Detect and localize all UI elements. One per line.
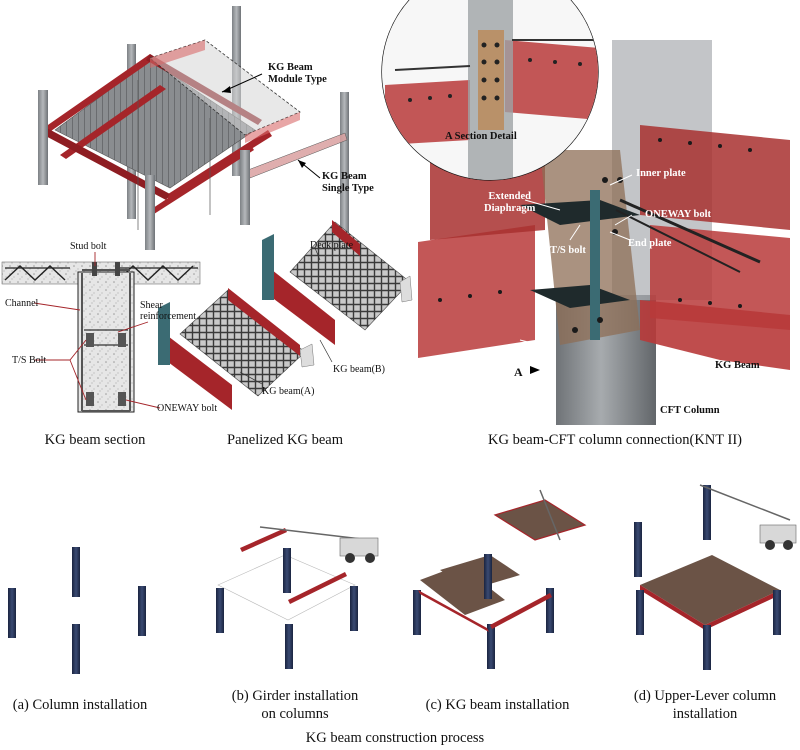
kg-beam-b-label: KG beam(B) — [333, 364, 385, 375]
shear-reinforcement-label: Shear reinforcement — [140, 300, 197, 322]
extended-diaphragm-label: Extended Diaphragm — [484, 191, 536, 215]
caption-step-b: (b) Girder installation on columns — [231, 688, 359, 723]
kg-beam-section-diagram — [1, 252, 201, 413]
ts-bolt-connection-label: T/S bolt — [550, 245, 586, 256]
section-marker-a: A — [514, 365, 523, 379]
kg-beam-frame-diagram — [38, 6, 349, 262]
oneway-bolt-label: ONEWAY bolt — [157, 403, 218, 414]
caption-construction-process: KG beam construction process — [305, 730, 485, 746]
kg-beam-cft-connection-diagram — [381, 0, 790, 425]
channel-label: Channel — [5, 298, 39, 309]
step-c-drawing — [413, 489, 587, 669]
step-d-drawing — [634, 484, 797, 670]
kg-beam-a-label: KG beam(A) — [262, 386, 315, 397]
construction-process-diagram — [8, 484, 797, 674]
cft-column-label: CFT Column — [660, 405, 720, 416]
stud-bolt-label: Stud bolt — [70, 241, 107, 252]
step-a-drawing — [8, 547, 146, 674]
caption-step-a: (a) Column installation — [12, 697, 148, 713]
kg-beam-module-type-label: KG Beam Module Type — [268, 62, 327, 86]
step-b-drawing — [216, 526, 379, 669]
panelized-kg-beam-diagram — [158, 220, 413, 410]
ts-bolt-label: T/S Bolt — [12, 355, 47, 366]
kg-beam-connection-label: KG Beam — [715, 360, 760, 371]
caption-connection: KG beam-CFT column connection(KNT II) — [488, 432, 742, 448]
deck-plate-label: Deck plate — [310, 240, 354, 251]
caption-step-d: (d) Upper-Lever column installation — [633, 688, 777, 723]
caption-panelized-kg-beam: Panelized KG beam — [227, 432, 343, 448]
oneway-bolt-connection-label: ONEWAY bolt — [645, 209, 712, 220]
section-detail-label: A Section Detail — [445, 131, 517, 142]
caption-kg-beam-section: KG beam section — [44, 432, 146, 448]
kg-beam-single-type-label: KG Beam Single Type — [322, 171, 374, 195]
end-plate-label: End plate — [628, 238, 672, 249]
inner-plate-label: Inner plate — [636, 168, 686, 179]
caption-step-c: (c) KG beam installation — [425, 697, 570, 713]
